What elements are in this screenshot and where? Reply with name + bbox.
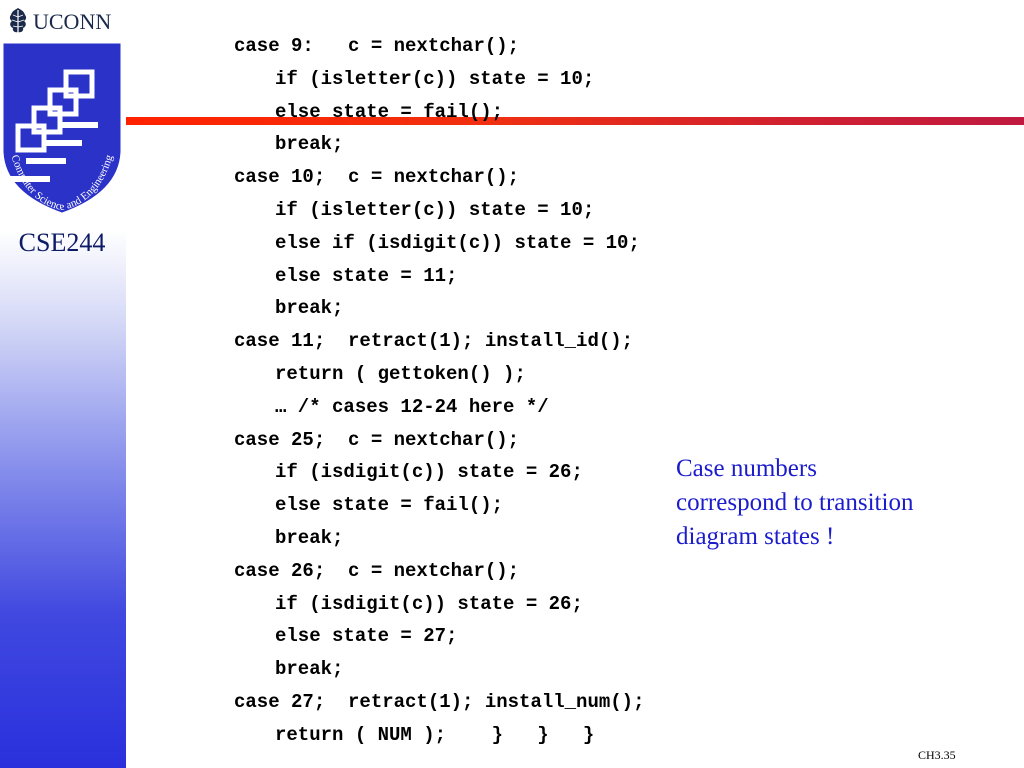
code-line: else if (isdigit(c)) state = 10; (275, 231, 640, 254)
uconn-logo: UCONN (6, 6, 111, 38)
code-line: else state = 11; (275, 264, 458, 287)
brand-text: UCONN (33, 9, 112, 34)
computer-stack-icon (15, 69, 95, 153)
code-line: break; (275, 297, 344, 320)
code-line: return ( gettoken() ); (275, 363, 526, 385)
code-line: if (isletter(c)) state = 10; (275, 199, 595, 221)
header-rule (126, 117, 1024, 125)
code-line: break; (275, 133, 344, 156)
code-line: else state = 27; (275, 625, 458, 648)
code-line: … /* cases 12-24 here */ (275, 395, 549, 418)
annotation-note: Case numbers correspond to transition di… (676, 452, 1006, 554)
code-line: case 11; retract(1); install_id(); (234, 330, 634, 353)
slide-number: CH3.35 (918, 748, 956, 762)
code-line: case 26; c = nextchar(); (234, 559, 520, 582)
note-line: Case numbers (676, 455, 817, 482)
oak-leaf-icon (9, 8, 27, 36)
code-line: if (isdigit(c)) state = 26; (275, 461, 583, 484)
code-line: break; (275, 527, 344, 549)
code-line: if (isletter(c)) state = 10; (275, 67, 595, 90)
code-line: else state = fail(); (275, 100, 504, 123)
code-line: break; (275, 658, 344, 681)
code-line: return ( NUM ); } } } (275, 723, 595, 746)
code-line: case 10; c = nextchar(); (234, 166, 520, 189)
code-line: if (isdigit(c)) state = 26; (275, 592, 583, 615)
note-line: correspond to transition (676, 489, 914, 516)
code-line: case 25; c = nextchar(); (234, 428, 520, 451)
code-line: case 27; retract(1); install_num(); (234, 691, 645, 713)
code-line: else state = fail(); (275, 494, 504, 517)
note-line: diagram states ! (676, 523, 835, 550)
code-line: case 9: c = nextchar(); (234, 35, 520, 57)
cse-logo: Computer Science and Engineering (3, 43, 121, 213)
course-code: CSE244 (18, 228, 106, 257)
